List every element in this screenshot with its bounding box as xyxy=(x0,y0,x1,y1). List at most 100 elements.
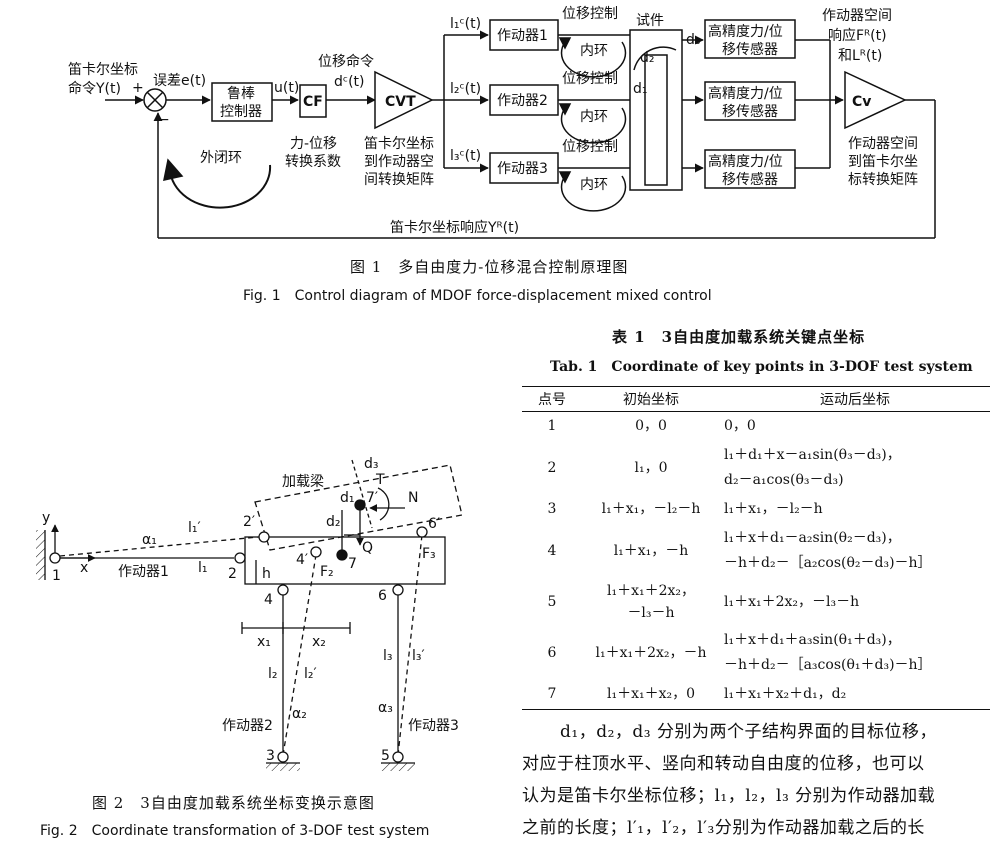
cell-after: l₁＋x＋d₁－a₂sin(θ₂－d₃)， －h＋d₂－［a₂cos(θ₂－d₃… xyxy=(720,524,990,578)
col-header-after: 运动后坐标 xyxy=(720,386,990,412)
fig1-caption-cn: 图 1 多自由度力-位移混合控制原理图 xyxy=(350,258,629,276)
paragraph-line: 之前的长度；l′₁，l′₂，l′₃分别为作动器加载之后的长 xyxy=(522,818,925,838)
fig2-diagram: y x α₁ l₁′ 加载梁 作动器1 l₁ 1 2 2′ h 4′ F₂ 7 … xyxy=(36,456,463,771)
cell-after-line: －h＋d₂－［a₂cos(θ₂－d₃)－h］ xyxy=(724,555,932,571)
fig2-p1-label: 1 xyxy=(52,568,61,584)
fig2-T-label: T xyxy=(375,472,385,488)
fig1-sensor3-l2: 移传感器 xyxy=(722,171,778,188)
fig1-specimen-label: 试件 xyxy=(636,13,664,29)
cell-id: 3 xyxy=(547,501,557,517)
cell-after-line: l₁＋x₁＋x₂＋d₁，d₂ xyxy=(724,686,847,702)
cell-id: 7 xyxy=(522,680,582,710)
table-row: 6 l₁＋x₁＋2x₂，－h l₁＋x＋d₁＋a₃sin(θ₁＋d₃)， －h＋… xyxy=(522,626,990,680)
cell-init: l₁＋x₁，－h xyxy=(613,542,689,559)
fig2-p2p-label: 2′ xyxy=(243,514,255,530)
table-header-row: 点号 初始坐标 运动后坐标 xyxy=(522,386,990,412)
fig2-act2-label: 作动器2 xyxy=(222,718,273,734)
fig1-inner-loop-1: 内环 xyxy=(580,43,608,59)
paragraph-line: 认为是笛卡尔坐标位移；l₁，l₂，l₃ 分别为作动器加载 xyxy=(522,786,936,806)
fig1-act2-label: 作动器2 xyxy=(497,93,548,109)
table-row: 7 l₁＋x₁＋x₂，0 l₁＋x₁＋x₂＋d₁，d₂ xyxy=(522,680,990,710)
fig1-cv-desc-1: 作动器空间 xyxy=(848,136,918,152)
fig1-l1c-label: l₁ᶜ(t) xyxy=(450,16,481,32)
fig1-resp-3: 和Lᴿ(t) xyxy=(838,48,882,64)
fig1-fd-coef-2: 转换系数 xyxy=(285,153,341,170)
fig2-d3-label: d₃ xyxy=(364,456,379,472)
cell-after-line: 0，0 xyxy=(724,418,756,434)
cell-init: l₁＋x₁＋2x₂，－h xyxy=(595,644,707,661)
cell-id: 4 xyxy=(547,542,557,559)
cell-after: l₁＋x＋d₁＋a₃sin(θ₁＋d₃)， －h＋d₂－［a₃cos(θ₁＋d₃… xyxy=(720,626,990,680)
fig1-disp-cmd-2: dᶜ(t) xyxy=(334,74,364,90)
cell-after-line: l₁＋d₁＋x－a₁sin(θ₃－d₃)， xyxy=(724,447,901,463)
fig1-sensor1-l1: 高精度力/位 xyxy=(708,23,783,40)
fig1-cvt-desc-3: 间转换矩阵 xyxy=(364,171,434,188)
fig1-cv-desc-2: 到笛卡尔坐 xyxy=(848,154,918,170)
cell-init: l₁＋x₁，－l₂－h xyxy=(601,501,701,517)
fig2-h-label: h xyxy=(262,566,271,582)
fig2-l3p-label: l₃′ xyxy=(412,648,425,664)
fig1-cv-desc-3: 标转换矩阵 xyxy=(848,171,918,188)
fig1-l3c-label: l₃ᶜ(t) xyxy=(450,148,481,164)
cell-init: l₁＋x₁＋2x₂， －l₃－h xyxy=(606,583,695,621)
fig2-F2-label: F₂ xyxy=(320,564,334,580)
fig1-feedback-label: 笛卡尔坐标响应Yᴿ(t) xyxy=(390,219,519,236)
fig1-sensor3-l1: 高精度力/位 xyxy=(708,153,783,170)
fig1-u-label: u(t) xyxy=(274,80,299,96)
fig2-x-label: x xyxy=(80,560,88,576)
cell-init: l₁，0 xyxy=(634,459,668,476)
fig2-alpha2-label: α₂ xyxy=(292,706,307,722)
fig1-disp-ctrl-1: 位移控制 xyxy=(562,6,618,22)
fig2-l1p-label: l₁′ xyxy=(188,520,201,536)
cell-after-line: l₁＋x＋d₁＋a₃sin(θ₁＋d₃)， xyxy=(724,632,901,648)
fig1-inner-loop-2: 内环 xyxy=(580,109,608,125)
fig1-sensor1-l2: 移传感器 xyxy=(722,41,778,58)
fig1-cvt-desc-1: 笛卡尔坐标 xyxy=(364,136,434,152)
fig2-Q-label: Q xyxy=(362,540,373,556)
fig2-l3-label: l₃ xyxy=(383,648,393,664)
fig1-cv-label: Cv xyxy=(852,94,871,110)
fig2-l1-label: l₁ xyxy=(198,560,208,576)
fig1-diagram: 笛卡尔坐标 命令Y(t) + − 误差e(t) 鲁棒 控制器 u(t) CF 位… xyxy=(68,6,936,239)
fig2-x2-label: x₂ xyxy=(312,634,326,650)
fig2-d2-label: d₂ xyxy=(326,514,341,530)
fig2-d1-label: d₁ xyxy=(340,490,355,506)
cell-after: 0，0 xyxy=(720,412,990,442)
cell-after-line: d₂－a₁cos(θ₃－d₃) xyxy=(724,472,844,488)
fig2-p6-label: 6 xyxy=(378,588,387,604)
body-paragraph: d₁，d₂，d₃ 分别为两个子结构界面的目标位移， 对应于柱顶水平、竖向和转动自… xyxy=(522,716,992,844)
cell-after: l₁＋x₁＋2x₂，－l₃－h xyxy=(720,578,990,626)
col-header-init: 初始坐标 xyxy=(582,386,720,412)
fig1-sensor2-l2: 移传感器 xyxy=(722,103,778,120)
fig1-robust-label-2: 控制器 xyxy=(220,104,262,120)
fig1-cvt-desc-2: 到作动器空 xyxy=(364,154,434,170)
fig2-alpha1-label: α₁ xyxy=(142,532,157,548)
cell-id: 2 xyxy=(547,459,557,476)
fig1-error-label: 误差e(t) xyxy=(153,73,206,89)
table-row: 1 0，0 0，0 xyxy=(522,412,990,442)
cell-id: 1 xyxy=(547,418,557,434)
fig2-p7-label: 7 xyxy=(348,556,357,572)
paragraph-line: d₁，d₂，d₃ 分别为两个子结构界面的目标位移， xyxy=(560,722,937,742)
cell-init: l₁＋x₁＋x₂，0 xyxy=(582,680,720,710)
fig2-p4-label: 4 xyxy=(264,592,273,608)
fig1-cvt-label: CVT xyxy=(385,94,416,110)
cell-after-line: l₁＋x₁＋2x₂，－l₃－h xyxy=(724,593,860,610)
fig1-cmd-label-2: 命令Y(t) xyxy=(68,80,121,97)
fig2-l2p-label: l₂′ xyxy=(304,666,317,682)
fig2-F3-label: F₃ xyxy=(422,546,436,562)
table-row: 2 l₁，0 l₁＋d₁＋x－a₁sin(θ₃－d₃)， d₂－a₁cos(θ₃… xyxy=(522,441,990,495)
col-header-id: 点号 xyxy=(522,386,582,412)
fig1-disp-ctrl-2: 位移控制 xyxy=(562,71,618,87)
fig1-robust-label-1: 鲁棒 xyxy=(227,86,255,102)
fig1-d2-label: d₂ xyxy=(640,50,655,66)
fig1-cf-label: CF xyxy=(303,94,323,110)
fig1-resp-2: 响应Fᴿ(t) xyxy=(828,27,887,44)
fig2-p5-label: 5 xyxy=(381,748,390,764)
table1-title-cn: 表 1 3自由度加载系统关键点坐标 xyxy=(612,328,866,346)
fig1-caption-en: Fig. 1 Control diagram of MDOF force-dis… xyxy=(243,288,712,304)
fig1-cmd-label-1: 笛卡尔坐标 xyxy=(68,62,138,78)
fig2-y-label: y xyxy=(42,510,50,526)
table-row: 5 l₁＋x₁＋2x₂， －l₃－h l₁＋x₁＋2x₂，－l₃－h xyxy=(522,578,990,626)
fig2-act1-label: 作动器1 xyxy=(118,564,169,580)
